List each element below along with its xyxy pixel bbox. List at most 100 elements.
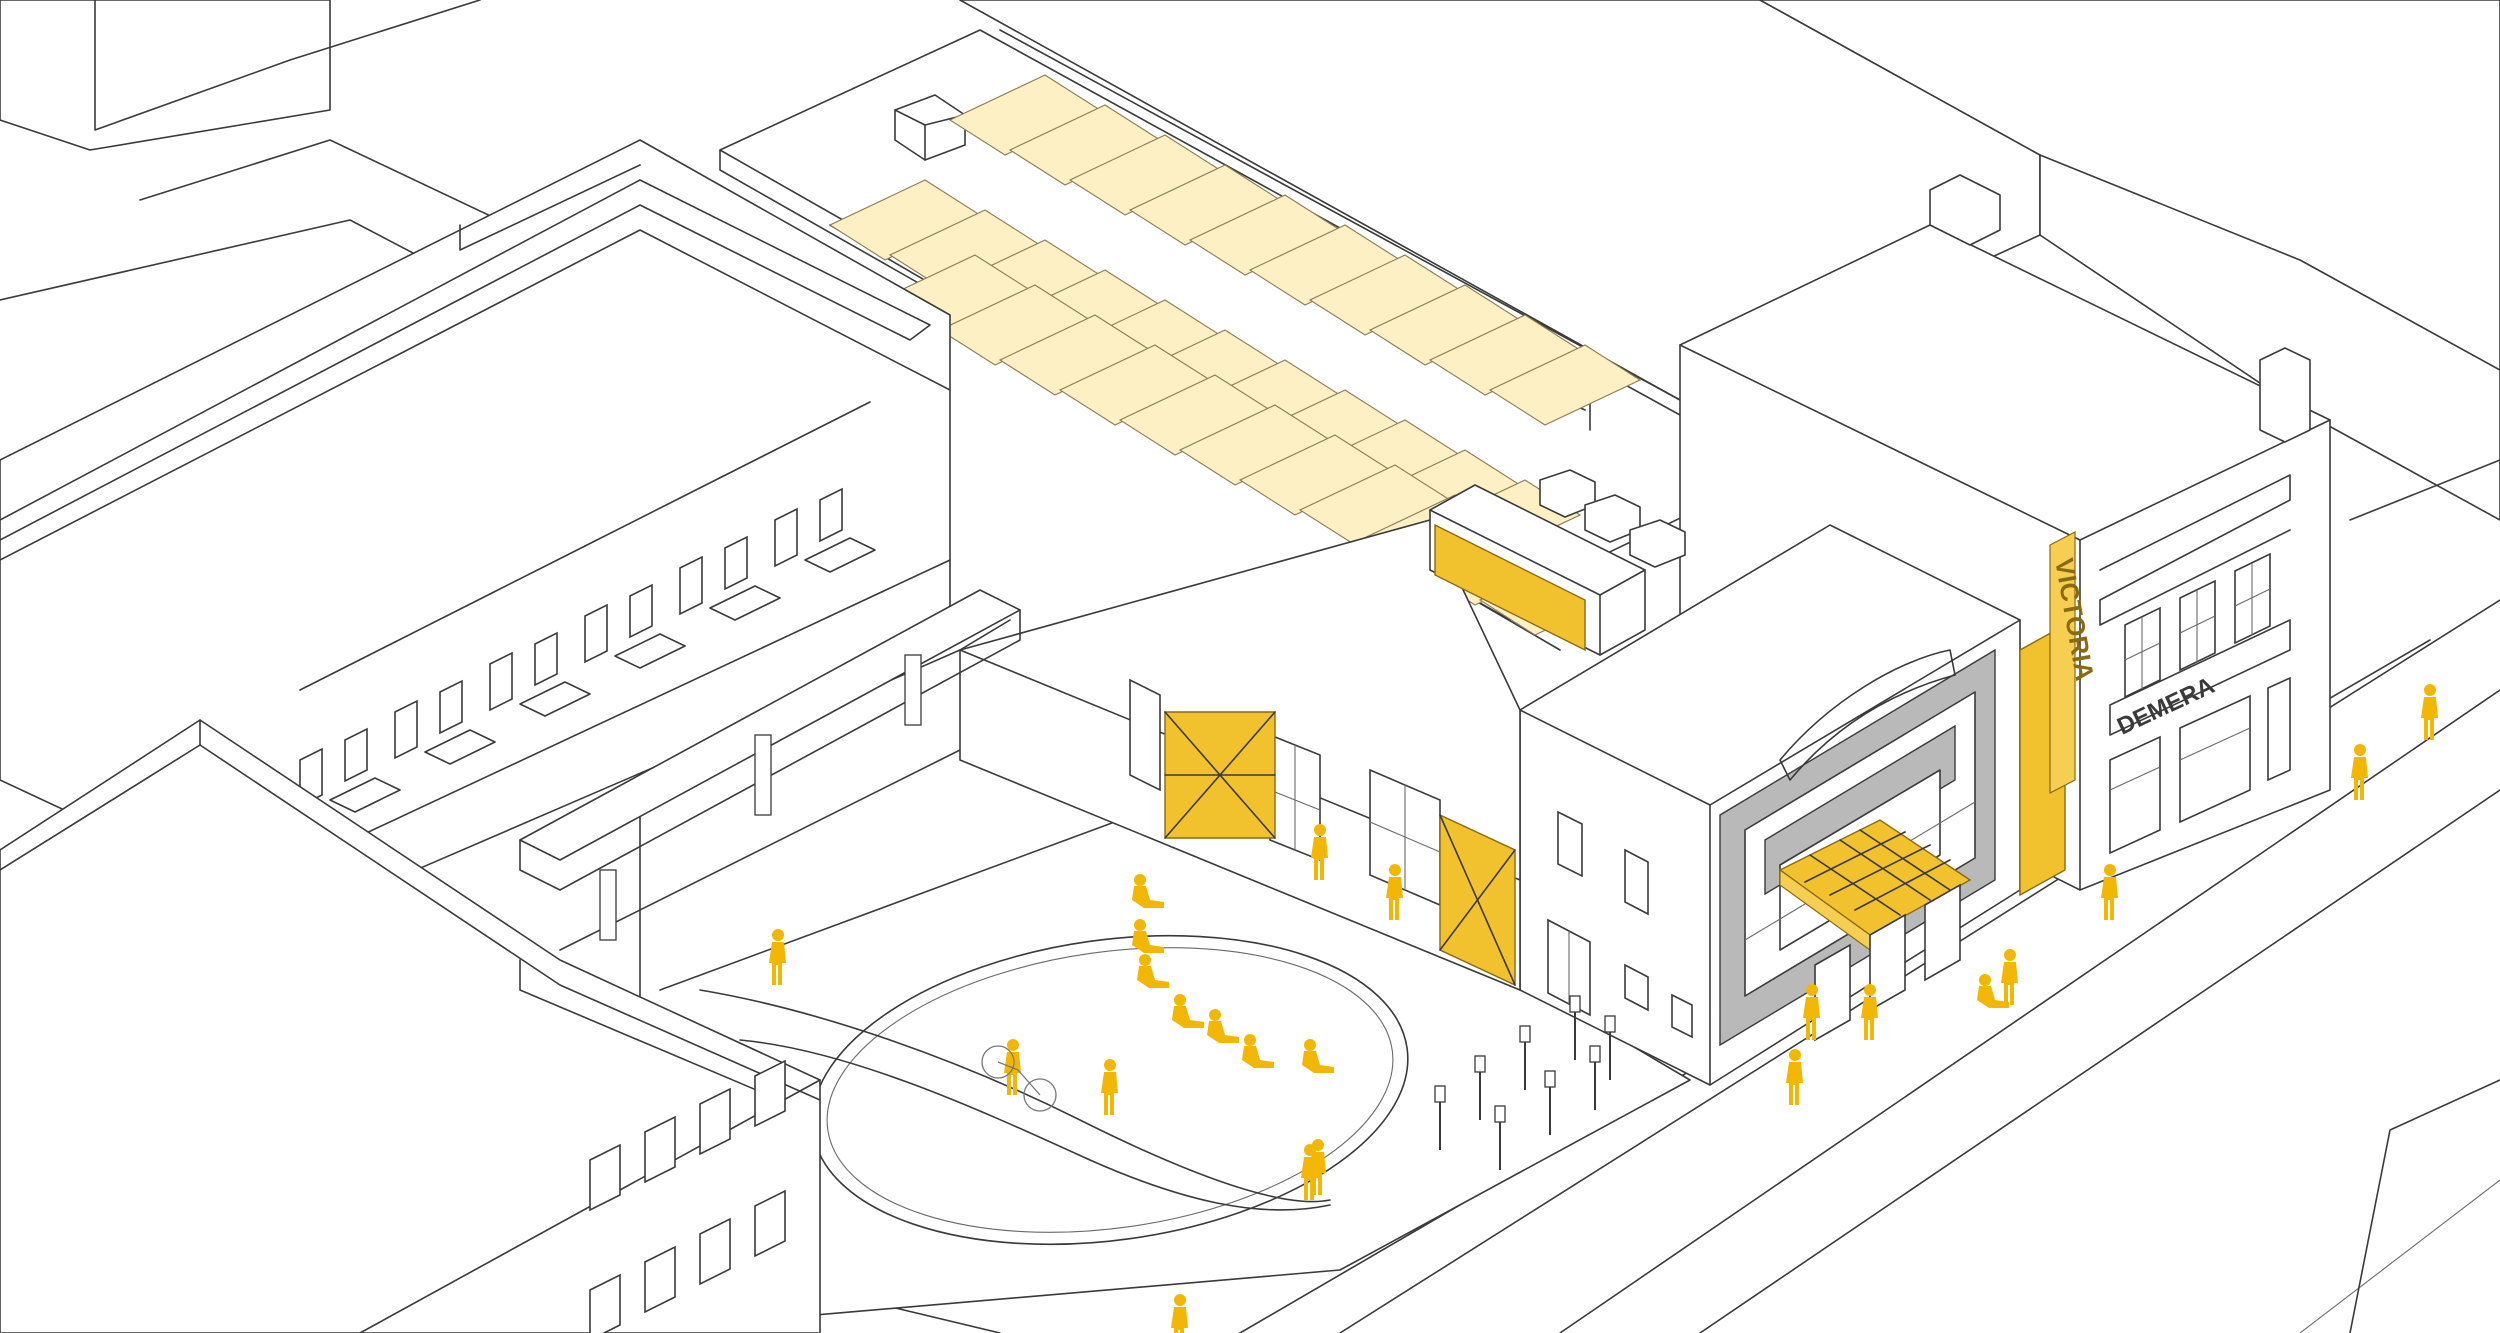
person-head xyxy=(1312,1139,1324,1151)
parking-meter-head xyxy=(1519,1025,1531,1043)
glazed-door xyxy=(1129,678,1161,792)
housing-window xyxy=(534,631,558,687)
theatre-side-window xyxy=(1671,993,1693,1039)
front-window xyxy=(644,1245,676,1314)
person-body xyxy=(1132,931,1164,953)
person-body xyxy=(1242,1046,1274,1068)
person-head xyxy=(2104,864,2116,876)
person-body xyxy=(2421,697,2438,740)
person-body xyxy=(1309,1152,1326,1195)
housing-window xyxy=(774,507,798,568)
housing-window xyxy=(344,727,368,783)
person-head xyxy=(1209,1009,1221,1021)
housing-floor-line xyxy=(774,401,871,451)
person-body xyxy=(1207,1021,1239,1043)
person-figure-icon xyxy=(1861,984,1878,1040)
housing-floor-line xyxy=(584,497,681,547)
rooftop-box xyxy=(1429,484,1646,656)
housing-floor-line xyxy=(679,449,776,499)
housing-balcony xyxy=(614,633,686,669)
person-head xyxy=(1134,874,1146,886)
rooftop-units xyxy=(1539,469,1686,568)
person-figure-icon xyxy=(1803,984,1820,1040)
person-head xyxy=(1104,1059,1116,1071)
front-windows xyxy=(589,1059,786,1333)
theatre-entry-door xyxy=(1924,883,1961,982)
parking-meter-head xyxy=(1494,1105,1506,1123)
person-figure-icon xyxy=(2421,684,2438,740)
front-window xyxy=(754,1059,786,1128)
people-figures xyxy=(769,684,2438,1333)
person-body xyxy=(1786,1062,1803,1105)
person-figure-icon xyxy=(1311,824,1328,880)
person-head xyxy=(2004,949,2016,961)
entrance-canopy xyxy=(1778,819,1972,952)
person-head xyxy=(2354,744,2366,756)
person-head xyxy=(1139,954,1151,966)
curved-path xyxy=(699,989,1331,1203)
person-head xyxy=(1244,1034,1256,1046)
person-body xyxy=(2351,757,2368,800)
person-figure-icon xyxy=(1977,974,2009,1008)
parking-meter-head xyxy=(1604,1015,1616,1033)
front-window xyxy=(699,1087,731,1156)
housing-units xyxy=(299,401,876,813)
person-head xyxy=(1864,984,1876,996)
person-body xyxy=(1977,986,2009,1008)
column xyxy=(904,654,922,726)
housing-balcony xyxy=(329,777,401,813)
victoria-theatre: VICTORIA xyxy=(1519,524,2100,1086)
person-figure-icon xyxy=(1172,994,1204,1028)
person-body xyxy=(2001,962,2018,1005)
bicycle-icon xyxy=(981,1045,1057,1112)
person-figure-icon xyxy=(1132,874,1164,908)
person-figure-icon xyxy=(1242,1034,1274,1068)
housing-window xyxy=(489,651,513,712)
column xyxy=(599,869,617,941)
person-head xyxy=(1174,1294,1186,1306)
person-body xyxy=(769,942,786,985)
roof-vent xyxy=(894,94,966,161)
housing-balcony xyxy=(519,681,591,717)
person-figure-icon xyxy=(1132,919,1164,953)
person-figure-icon xyxy=(1207,1009,1239,1043)
front-window xyxy=(699,1217,731,1286)
person-figure-icon xyxy=(1171,1294,1188,1333)
person-figure-icon xyxy=(1302,1039,1334,1073)
front-window xyxy=(644,1115,676,1184)
housing-floor-line xyxy=(299,641,396,691)
person-body xyxy=(1132,886,1164,908)
person-body xyxy=(1861,997,1878,1040)
chimney xyxy=(1929,174,2001,246)
person-body xyxy=(1101,1072,1118,1115)
person-head xyxy=(1806,984,1818,996)
parking-meter-head xyxy=(1474,1055,1486,1073)
person-head xyxy=(772,929,784,941)
person-body xyxy=(1137,966,1169,988)
person-figure-icon xyxy=(1004,1039,1021,1095)
theatre-side-window xyxy=(1624,963,1649,1012)
person-figure-icon xyxy=(1137,954,1169,988)
person-head xyxy=(1134,919,1146,931)
person-body xyxy=(1803,997,1820,1040)
person-head xyxy=(1304,1039,1316,1051)
person-figure-icon xyxy=(1101,1059,1118,1115)
person-body xyxy=(2101,877,2118,920)
housing-window xyxy=(679,555,703,616)
theatre-side-window xyxy=(1557,810,1583,878)
person-head xyxy=(2424,684,2436,696)
left-housing-block xyxy=(0,139,1021,941)
front-window xyxy=(589,1273,621,1333)
housing-window xyxy=(439,679,463,735)
housing-window xyxy=(629,583,653,639)
person-body xyxy=(1311,837,1328,880)
person-figure-icon xyxy=(1386,864,1403,920)
column xyxy=(754,734,772,816)
person-figure-icon xyxy=(1786,1049,1803,1105)
person-head xyxy=(1007,1039,1019,1051)
housing-window xyxy=(724,535,748,591)
parking-meter-head xyxy=(1434,1085,1446,1103)
